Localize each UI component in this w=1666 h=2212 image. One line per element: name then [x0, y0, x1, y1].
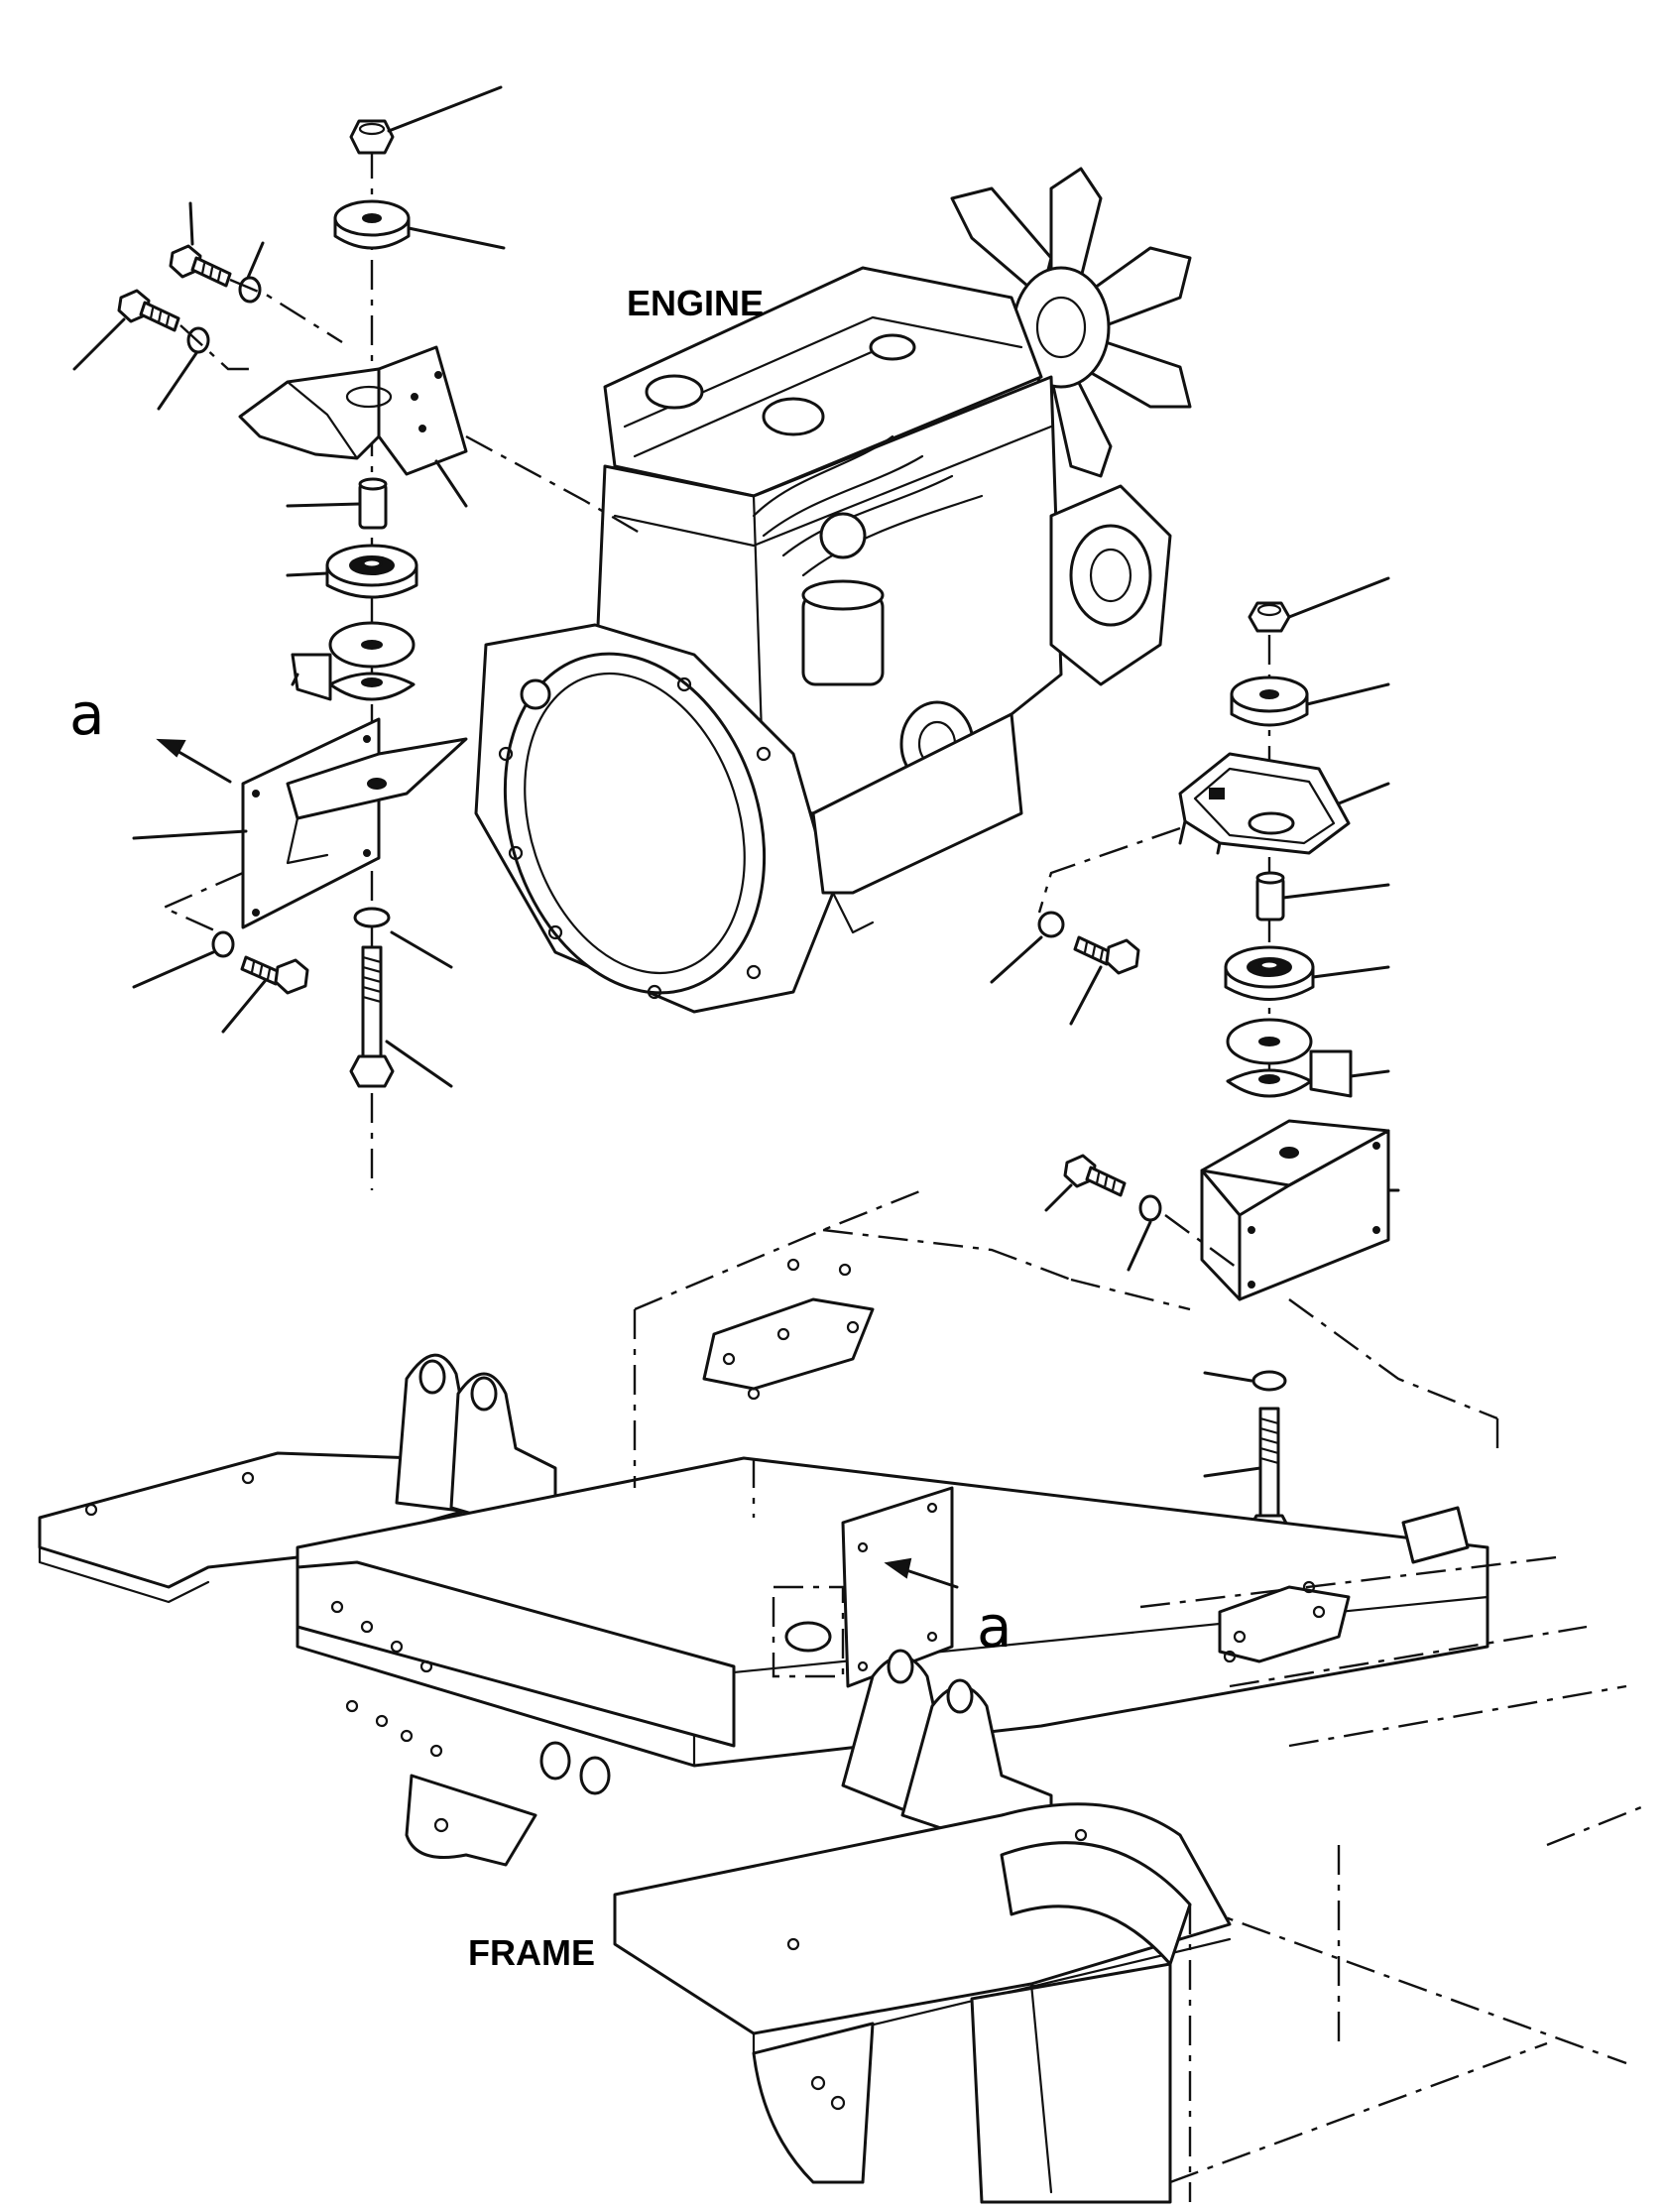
view-label-left: a	[69, 680, 105, 748]
left-frame-bracket	[241, 717, 468, 929]
left-top-nut	[349, 119, 395, 155]
right-lower-rubber-mount	[1226, 1018, 1353, 1098]
right-frame-bracket	[1200, 1119, 1390, 1301]
engine-assembly	[474, 167, 1192, 1014]
engine-label: ENGINE	[627, 283, 764, 323]
frame-label: FRAME	[468, 1932, 595, 1973]
right-mount-stack	[1037, 601, 1498, 1547]
fan	[950, 167, 1192, 478]
frame-assembly	[38, 1188, 1647, 2204]
right-lower-washer	[1251, 1370, 1287, 1392]
left-upper-bolt-2	[117, 289, 180, 332]
left-lower-washer-1	[211, 930, 235, 958]
left-lower-bolt	[240, 955, 309, 995]
leader-lines	[72, 85, 1400, 1478]
view-label-frame: a	[977, 1593, 1012, 1660]
right-washer-2	[1138, 1194, 1162, 1222]
left-stud-bolt	[349, 945, 395, 1088]
right-bolt-2	[1063, 1154, 1127, 1197]
left-lower-rubber-mount	[291, 621, 416, 701]
right-collar	[1255, 871, 1285, 922]
right-top-nut	[1248, 601, 1291, 633]
right-top-cushion	[1230, 676, 1309, 727]
right-engine-bracket	[1178, 752, 1351, 855]
left-collar	[358, 477, 388, 530]
left-lower-washer-2	[353, 907, 391, 928]
left-upper-bolt-1	[169, 244, 232, 288]
right-washer-1	[1037, 911, 1065, 938]
left-engine-bracket	[238, 345, 468, 476]
left-upper-washer-1	[238, 276, 262, 304]
right-upper-rubber-mount	[1224, 945, 1315, 1001]
left-top-cushion	[333, 199, 411, 250]
right-bolt-1	[1073, 935, 1140, 975]
left-upper-rubber-mount	[325, 544, 418, 599]
